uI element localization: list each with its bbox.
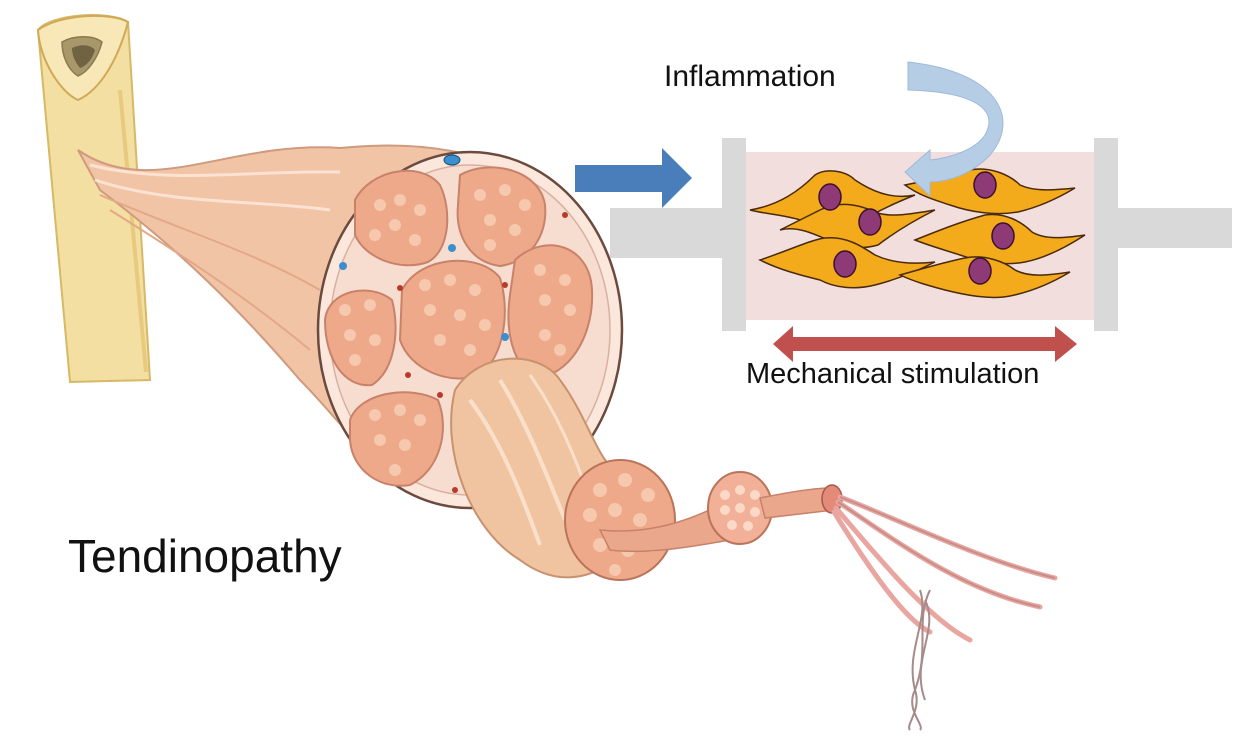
inflammation-label: Inflammation <box>664 60 836 93</box>
tendinopathy-label: Tendinopathy <box>68 530 342 582</box>
bone-icon <box>36 14 152 384</box>
process-arrow <box>575 148 692 208</box>
mechanical-stimulation-label: Mechanical stimulation <box>746 358 1040 390</box>
tendon-icon <box>77 144 1058 731</box>
mechanical-stimulation-arrow <box>773 326 1077 362</box>
inflammation-arrow <box>904 61 1004 198</box>
